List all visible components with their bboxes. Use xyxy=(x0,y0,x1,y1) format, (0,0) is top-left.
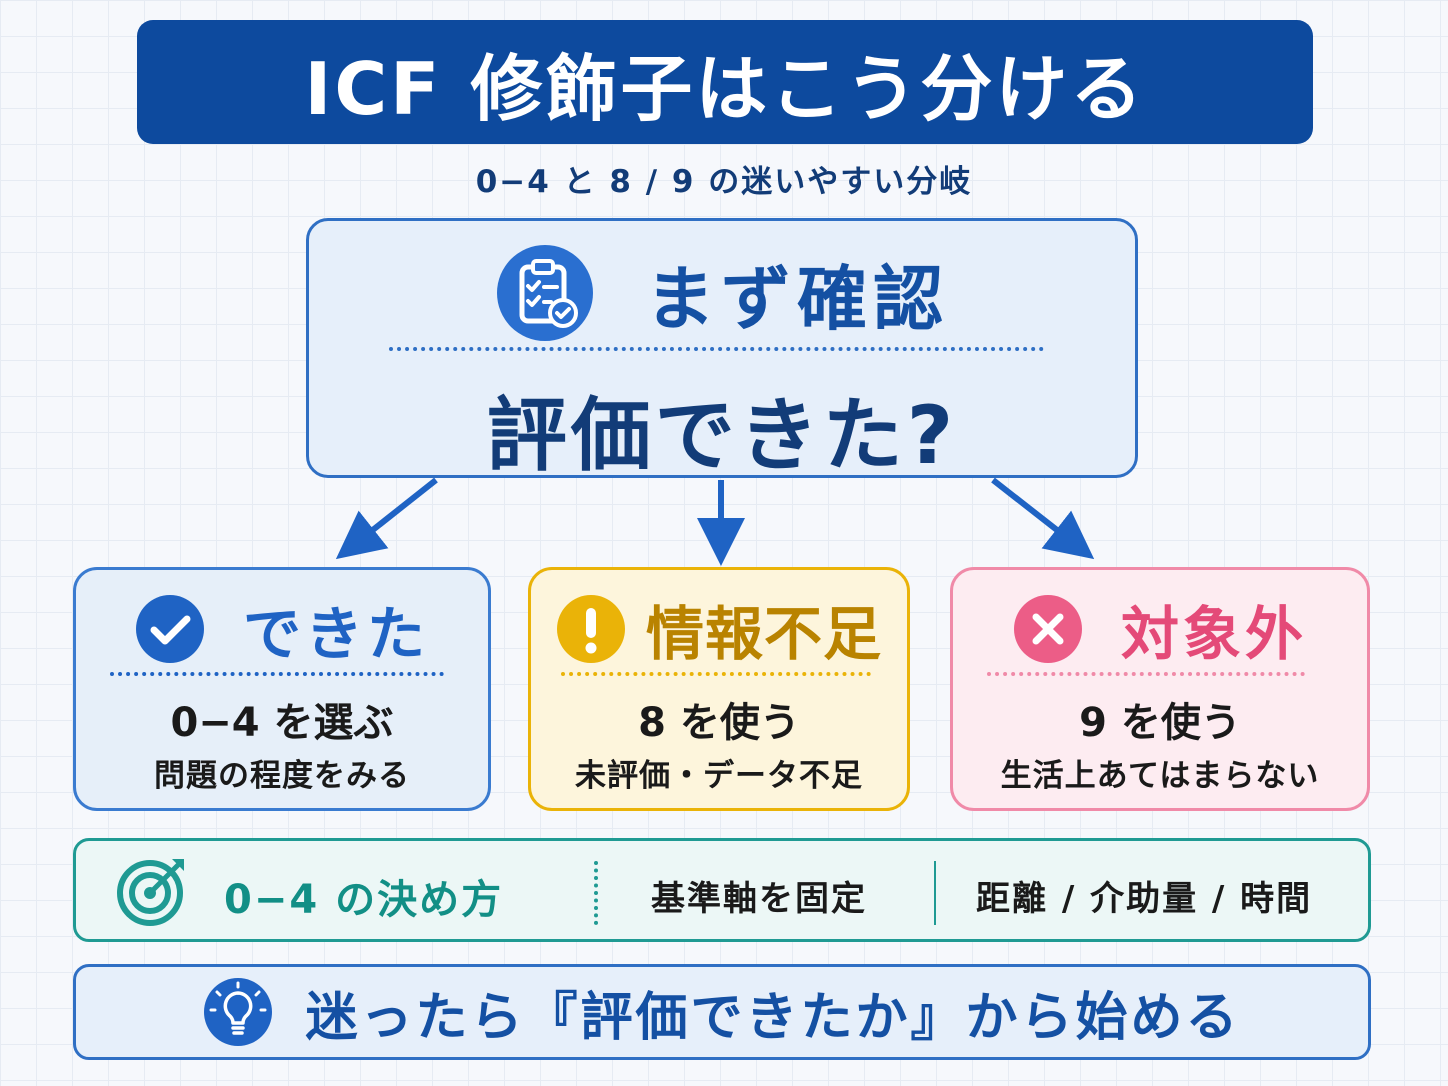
card-info-missing: 情報不足 8 を使う 未評価・データ不足 xyxy=(528,567,910,811)
card-done-sub: 問題の程度をみる xyxy=(154,758,410,794)
arrow-to-out xyxy=(991,477,1095,560)
card-done-main: 0−4 を選ぶ xyxy=(170,700,394,746)
tip-text: 迷ったら『評価できたか』から始める xyxy=(305,987,1241,1048)
method-title: 0−4 の決め方 xyxy=(224,877,504,923)
card-out-header: 対象外 xyxy=(953,594,1367,668)
method-items: 距離 / 介助量 / 時間 xyxy=(976,879,1313,919)
card-info-title: 情報不足 xyxy=(645,600,882,668)
clipboard-check-icon xyxy=(497,245,593,341)
card-info-header: 情報不足 xyxy=(531,594,907,668)
card-not-applicable: 対象外 9 を使う 生活上あてはまらない xyxy=(950,567,1370,811)
confirm-question: 評価できた? xyxy=(486,389,958,482)
card-info-sub: 未評価・データ不足 xyxy=(575,758,863,794)
card-out-sub: 生活上あてはまらない xyxy=(1000,758,1320,794)
method-axis: 基準軸を固定 xyxy=(651,879,867,919)
card-info-main: 8 を使う xyxy=(638,700,800,746)
method-bar: 0−4 の決め方 基準軸を固定 距離 / 介助量 / 時間 xyxy=(73,838,1371,942)
method-divider-dotted xyxy=(594,861,598,925)
exclamation-circle-icon xyxy=(556,595,625,663)
tip-bar: 迷ったら『評価できたか』から始める xyxy=(73,964,1371,1060)
confirm-header: まず確認 xyxy=(309,243,1135,343)
title-banner: ICF 修飾子はこう分ける xyxy=(137,20,1313,144)
card-done-divider xyxy=(110,672,444,676)
card-info-divider xyxy=(561,672,871,676)
card-out-title: 対象外 xyxy=(1120,600,1307,668)
target-icon xyxy=(117,859,184,926)
confirm-heading: まず確認 xyxy=(645,257,949,340)
card-out-main: 9 を使う xyxy=(1079,700,1241,746)
lightbulb-icon xyxy=(204,978,273,1046)
card-done-title: できた xyxy=(242,600,429,668)
card-done: できた 0−4 を選ぶ 問題の程度をみる xyxy=(73,567,491,811)
subtitle: 0−4 と 8 / 9 の迷いやすい分岐 xyxy=(475,164,973,200)
page-title: ICF 修飾子はこう分ける xyxy=(304,46,1146,131)
confirm-divider xyxy=(389,347,1044,351)
card-done-header: できた xyxy=(76,594,488,668)
check-circle-icon xyxy=(135,595,204,663)
x-circle-icon xyxy=(1013,595,1082,663)
arrow-to-done xyxy=(335,477,438,560)
card-out-divider xyxy=(987,672,1305,676)
confirm-box: まず確認 評価できた? xyxy=(306,218,1138,482)
method-divider-solid xyxy=(934,861,936,925)
